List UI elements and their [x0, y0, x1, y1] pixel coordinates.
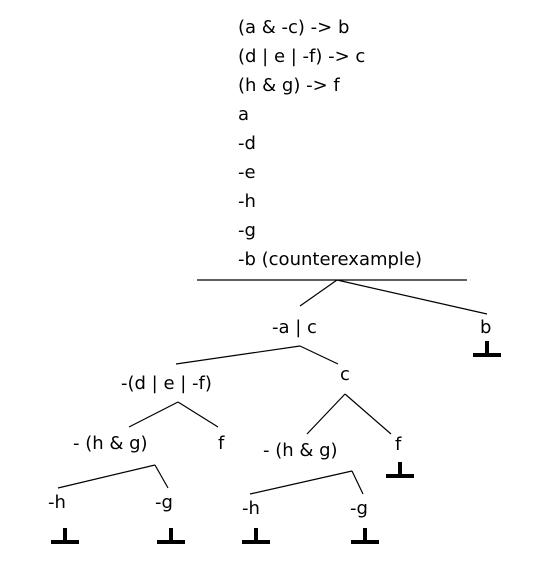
node-neg-g-left: -g [155, 492, 173, 513]
closed-branch-mark-g-left [157, 528, 185, 544]
closed-branch-mark-h-right [242, 528, 270, 544]
edge-c-to-left [306, 393, 346, 435]
edge-disj-to-left [175, 345, 301, 365]
premise-3: (h & g) -> f [238, 75, 340, 96]
node-f-right: f [395, 434, 402, 455]
node-f-left: f [218, 433, 225, 454]
node-neg-g-right: -g [350, 498, 368, 519]
edge-root-to-right [336, 279, 488, 315]
premise-8: -g [238, 220, 256, 241]
premise-5: -d [238, 133, 256, 154]
edge-negdisj-to-right [177, 401, 219, 428]
premise-7: -h [238, 191, 256, 212]
node-b: b [480, 317, 492, 338]
edge-rightneg-to-h [249, 470, 353, 495]
premise-6: -e [238, 162, 256, 183]
node-neg-a-or-c: -a | c [272, 317, 317, 338]
premise-1: (a & -c) -> b [238, 17, 350, 38]
edge-negdisj-to-left [128, 401, 179, 428]
node-neg-d-or-e-or-neg-f: -(d | e | -f) [121, 373, 212, 394]
node-neg-h-right: -h [242, 498, 260, 519]
edge-root-to-left [299, 279, 338, 307]
edge-rightneg-to-g [351, 470, 364, 495]
closed-branch-mark-f-right [386, 462, 414, 478]
closed-branch-mark-g-right [351, 528, 379, 544]
node-neg-h-and-g-left: - (h & g) [73, 433, 148, 454]
edge-c-to-right [344, 393, 392, 435]
closed-branch-mark-h-left [51, 528, 79, 544]
node-neg-h-and-g-right: - (h & g) [263, 440, 338, 461]
premise-2: (d | e | -f) -> c [238, 46, 366, 67]
edge-leftneg-to-g [154, 464, 169, 489]
premise-4: a [238, 104, 250, 125]
edge-leftneg-to-h [57, 464, 156, 489]
closed-branch-mark-b [473, 341, 501, 357]
node-c: c [340, 364, 350, 385]
node-neg-h-left: -h [48, 492, 66, 513]
premise-9-counterexample: -b (counterexample) [238, 249, 423, 270]
edge-disj-to-right [299, 345, 339, 365]
